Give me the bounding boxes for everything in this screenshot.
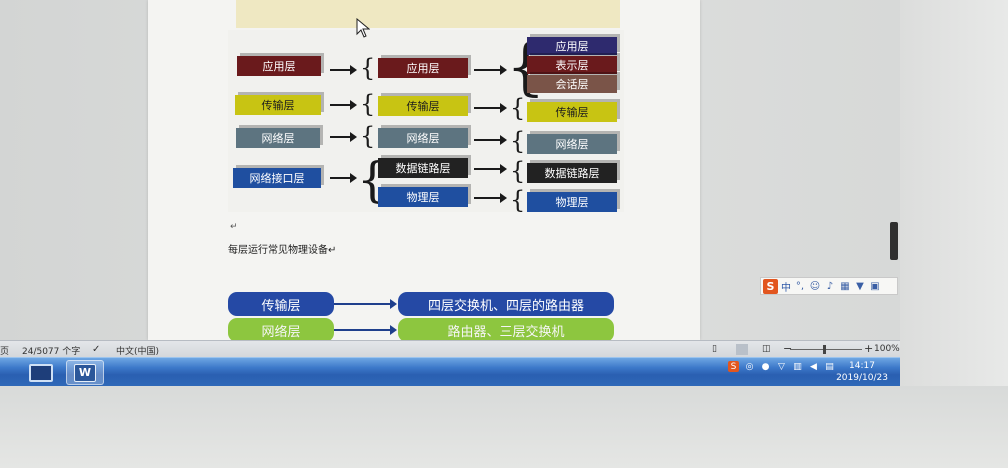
osi-data-link-layer-box: 数据链路层 <box>527 163 617 183</box>
word-status-bar: 页 24/5077 个字 ✓ 中文(中国) ▯ ◫ − + 100% <box>0 340 900 357</box>
punctuation-icon[interactable]: °, <box>795 280 805 292</box>
monitor-bezel <box>900 0 1008 386</box>
word-count[interactable]: 24/5077 个字 <box>22 347 81 357</box>
arrow-icon <box>330 65 357 75</box>
device-row-layer-network: 网络层 <box>228 318 334 342</box>
arrow-icon <box>474 193 507 203</box>
taskbar-clock[interactable]: 14:17 2019/10/23 <box>832 360 892 384</box>
brace-icon: { <box>510 186 526 214</box>
print-layout-view-icon[interactable]: ▯ <box>712 344 717 354</box>
tcpip-network-interface-layer-box: 网络接口层 <box>233 168 321 188</box>
web-layout-view-icon[interactable]: ◫ <box>762 344 771 354</box>
tcpip-application-layer-box: 应用层 <box>237 56 321 76</box>
brace-icon: { <box>360 54 376 82</box>
device-row-devices-transport: 四层交换机、四层的路由器 <box>398 292 614 316</box>
monitor-icon <box>29 363 53 382</box>
document-highlight-band <box>236 0 620 28</box>
windows-taskbar: W S ◎ ● ▽ ▥ ◀ ▤ 14:17 2019/10/23 <box>0 357 900 386</box>
osi-mid-application-layer-box: 应用层 <box>378 58 468 78</box>
arrow-icon <box>330 132 357 142</box>
device-row-layer-transport: 传输层 <box>228 292 334 316</box>
arrow-icon <box>474 164 507 174</box>
word-icon: W <box>74 363 96 382</box>
word-taskbar-button[interactable]: W <box>66 360 104 385</box>
osi-application-layer-box: 应用层 <box>527 37 617 55</box>
mouse-cursor-icon <box>356 18 370 38</box>
full-screen-view-icon[interactable] <box>736 344 748 355</box>
antivirus-tray-icon[interactable]: ● <box>761 361 770 372</box>
ime-mode-toggle[interactable]: 中 <box>781 282 791 294</box>
zoom-level[interactable]: 100% <box>874 344 900 354</box>
arrow-icon <box>330 173 357 183</box>
emoji-icon[interactable]: ☺ <box>809 280 821 292</box>
desk-surface <box>0 386 1008 468</box>
system-tray: S ◎ ● ▽ ▥ ◀ ▤ <box>728 361 835 372</box>
osi-mid-physical-layer-box: 物理层 <box>378 187 468 207</box>
shield-tray-icon[interactable]: ▽ <box>778 361 785 372</box>
device-caption[interactable]: 每层运行常见物理设备↵ <box>228 245 337 256</box>
arrow-icon <box>474 65 507 75</box>
osi-session-layer-box: 会话层 <box>527 75 617 93</box>
osi-mid-network-layer-box: 网络层 <box>378 128 468 148</box>
osi-mid-transport-layer-box: 传输层 <box>378 96 468 116</box>
tcpip-transport-layer-box: 传输层 <box>235 95 321 115</box>
computer-taskbar-button[interactable] <box>22 360 60 385</box>
network-tray-icon[interactable]: ▥ <box>793 361 802 372</box>
brace-icon: { <box>510 94 526 122</box>
toolbox-icon[interactable]: ▣ <box>870 280 880 292</box>
action-center-tray-icon[interactable]: ▤ <box>825 361 834 372</box>
volume-tray-icon[interactable]: ◀ <box>810 361 817 372</box>
mic-icon[interactable]: ♪ <box>826 280 834 292</box>
brace-icon: { <box>510 157 526 185</box>
language-indicator[interactable]: 中文(中国) <box>116 347 160 357</box>
scrollbar-handle[interactable] <box>890 222 898 260</box>
zoom-out-button[interactable]: − <box>783 342 793 355</box>
device-row-devices-network: 路由器、三层交换机 <box>398 318 614 342</box>
skin-icon[interactable]: ▼ <box>856 280 864 292</box>
tcpip-network-layer-box: 网络层 <box>236 128 320 148</box>
brace-icon: { <box>360 90 376 118</box>
arrow-icon <box>474 135 507 145</box>
proofing-icon[interactable]: ✓ <box>92 344 101 355</box>
brace-icon: { <box>510 127 526 155</box>
osi-presentation-layer-box: 表示层 <box>527 56 617 74</box>
zoom-slider[interactable] <box>790 349 862 350</box>
osi-network-layer-box: 网络层 <box>527 134 617 154</box>
security-tray-icon[interactable]: ◎ <box>745 361 754 372</box>
zoom-slider-thumb[interactable] <box>823 345 826 354</box>
sogou-logo-icon[interactable]: S <box>763 278 778 294</box>
osi-mid-data-link-layer-box: 数据链路层 <box>378 158 468 178</box>
keyboard-icon[interactable]: ▦ <box>840 280 850 292</box>
brace-icon: { <box>360 122 376 150</box>
clock-time: 14:17 <box>849 361 875 371</box>
page-indicator[interactable]: 页 <box>0 347 10 357</box>
paragraph-mark: ↵ <box>230 222 238 232</box>
clock-date: 2019/10/23 <box>836 373 888 383</box>
sogou-tray-icon[interactable]: S <box>728 361 739 372</box>
osi-physical-layer-box: 物理层 <box>527 192 617 212</box>
zoom-in-button[interactable]: + <box>864 342 874 355</box>
arrow-icon <box>334 299 397 309</box>
arrow-icon <box>334 325 397 335</box>
arrow-icon <box>330 100 357 110</box>
osi-transport-layer-box: 传输层 <box>527 102 617 122</box>
arrow-icon <box>474 103 507 113</box>
ime-toolbar[interactable]: S 中 °, ☺ ♪ ▦ ▼ ▣ <box>760 277 898 295</box>
